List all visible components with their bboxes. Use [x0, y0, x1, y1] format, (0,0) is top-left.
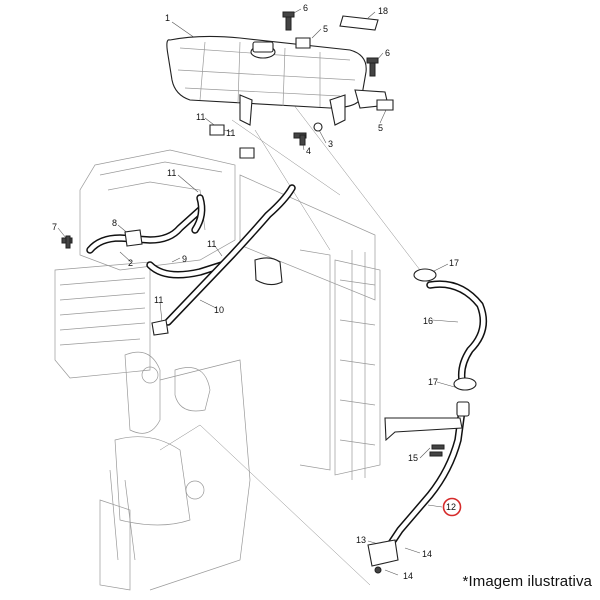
callout-14-b: 14	[403, 571, 413, 581]
callout-1: 1	[165, 13, 170, 23]
callout-11-e: 11	[154, 295, 163, 305]
callout-6-right: 6	[385, 48, 390, 58]
callout-17-bottom: 17	[428, 377, 438, 387]
engine-background	[54, 149, 381, 591]
radiator-hoses	[413, 268, 488, 391]
expansion-tank	[166, 35, 389, 126]
callout-4: 4	[306, 146, 311, 156]
callout-12: 12	[446, 502, 456, 512]
coolant-pipe-12	[367, 401, 470, 574]
callout-labels: 1 6 18 5 6 5 11 11 3 4 11 7 8 2 9 11 11 …	[52, 3, 462, 581]
callout-18: 18	[378, 6, 388, 16]
callout-5-top: 5	[323, 24, 328, 34]
callout-7: 7	[52, 222, 57, 232]
callout-14-a: 14	[422, 549, 432, 559]
callout-16: 16	[423, 316, 433, 326]
callout-10: 10	[214, 305, 224, 315]
callout-15: 15	[408, 453, 418, 463]
callout-12-highlight	[442, 497, 462, 517]
callout-5-right: 5	[378, 123, 383, 133]
left-hoses	[61, 184, 296, 336]
callout-13: 13	[356, 535, 366, 545]
callout-11-d: 11	[207, 239, 216, 249]
callout-6-top: 6	[303, 3, 308, 13]
callout-2: 2	[128, 258, 133, 268]
upper-fasteners	[209, 11, 394, 159]
callout-9: 9	[182, 254, 187, 264]
illustrative-image-note: *Imagem ilustrativa	[462, 573, 592, 590]
callout-11-c: 11	[167, 168, 176, 178]
callout-11-b: 11	[226, 128, 235, 138]
callout-11-a: 11	[196, 112, 205, 122]
callout-3: 3	[328, 139, 333, 149]
callout-8: 8	[112, 218, 117, 228]
callout-17-top: 17	[449, 258, 459, 268]
